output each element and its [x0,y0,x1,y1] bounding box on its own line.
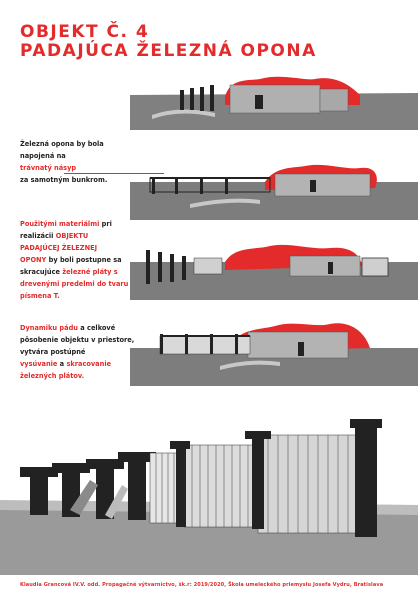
paragraph-1-line-3: trávnatý násyp [20,164,77,172]
p3-l5: železných plátov. [20,372,85,380]
paragraph-1-line-2: napojená na [20,152,66,160]
p3-l4c: skracovanie [66,360,112,368]
p3-l4a: vysúvanie [20,360,58,368]
render-scene-4 [130,318,418,386]
paragraph-2: Použitými materiálmi pri realizácii OBJE… [20,218,148,302]
paragraph-1-line-1: Železná opona by bola [20,140,104,148]
p2-l4a: OPONY [20,256,47,264]
p3-l3: vytvára postúpné [20,348,86,356]
p3-l2: pôsobenie objektu v priestore, [20,336,135,344]
p3-l1a: Dynamiku pádu [20,324,79,332]
p2-l3: PADAJÚCEJ ŽELEZNEJ [20,244,98,252]
paragraph-1: Železná opona by bola napojená na trávna… [20,138,148,186]
p2-l2a: realizácii [20,232,56,240]
render-scene-1 [130,75,418,130]
p3-l4b: a [57,360,67,368]
render-scene-3 [130,240,418,300]
title-line-2: PADAJÚCA ŽELEZNÁ OPONA [20,41,317,61]
p2-l2b: OBJEKTU [55,232,89,240]
title-line-1: OBJEKT Č. 4 [20,22,150,42]
p2-l7: písmena T. [20,292,60,300]
p2-l1b: pri [99,220,112,228]
p2-l5b: železné pláty s [62,268,118,276]
footer-credit: Klaudia Grancová IV.V. odd. Propagačné v… [20,582,384,588]
render-main [0,405,418,575]
render-scene-2 [130,160,418,220]
p3-l1b: a celkové [78,324,116,332]
p2-l6: drevenými predelmi do tvaru [20,280,129,288]
p2-l5a: skracujúce [20,268,63,276]
callout-line [64,173,164,174]
p2-materials: Použitými materiálmi [20,220,100,228]
paragraph-3: Dynamiku pádu a celkové pôsobenie objekt… [20,322,148,382]
p2-l4b: by boli postupne sa [46,256,122,264]
paragraph-1-line-4: za samotným bunkrom. [20,176,108,184]
